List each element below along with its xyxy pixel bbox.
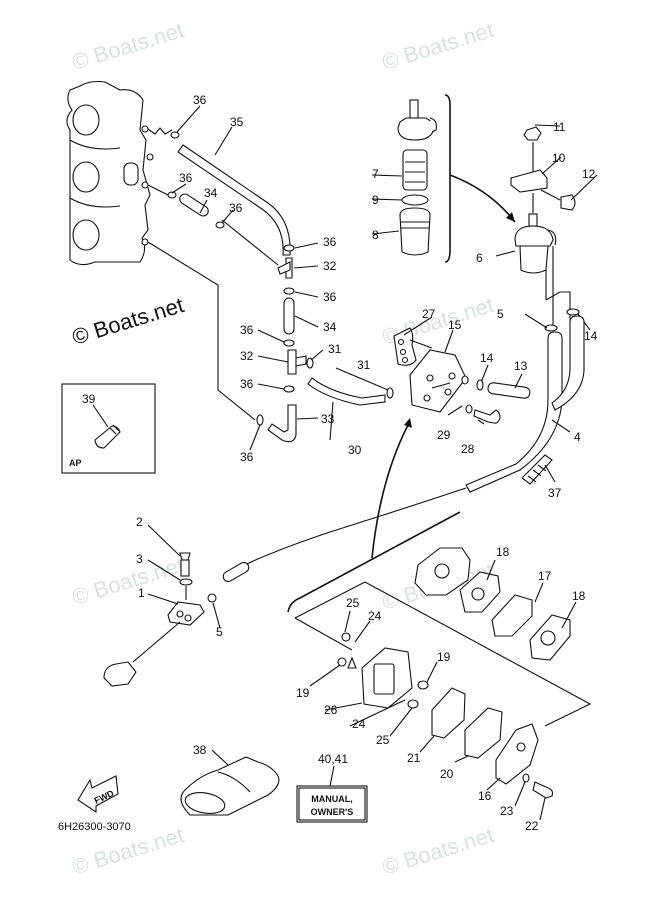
fuel-filter-assembly [495, 124, 598, 332]
callout-19: 19 [437, 650, 451, 664]
hose-protector [180, 749, 280, 816]
callout-1: 1 [138, 586, 145, 600]
callout-5: 5 [216, 625, 223, 639]
callout-36: 36 [179, 171, 193, 185]
callout-32: 32 [240, 349, 254, 363]
callout-36: 36 [323, 290, 337, 304]
callout-2: 2 [136, 515, 143, 529]
callout-24: 24 [352, 717, 366, 731]
callout-36: 36 [323, 235, 337, 249]
callout-20: 20 [440, 767, 454, 781]
hose-lines [147, 127, 394, 443]
callout-36: 36 [240, 377, 254, 391]
callout-24: 24 [368, 609, 382, 623]
callout-21: 21 [407, 751, 421, 765]
callout-40-41: 40,41 [318, 752, 348, 766]
watermark-prominent: © Boats.net [69, 292, 187, 350]
fuel-joint-assembly [103, 524, 250, 687]
callout-36: 36 [240, 450, 254, 464]
callout-7: 7 [372, 167, 379, 181]
pump-exploded-view [287, 511, 592, 821]
watermark: © Boats.net [379, 17, 497, 75]
watermark: © Boats.net [69, 17, 187, 75]
callout-32: 32 [323, 259, 337, 273]
callout-36: 36 [193, 93, 207, 107]
callout-13: 13 [514, 359, 528, 373]
callout-11: 11 [553, 120, 566, 134]
diagram-code: 6H26300-3070 [58, 821, 131, 833]
callout-23: 23 [500, 804, 514, 818]
callout-6: 6 [476, 251, 483, 265]
callout-27: 27 [422, 307, 436, 321]
arrow-head-icon [506, 212, 515, 222]
forward-arrow: FWD [77, 775, 119, 814]
manual-line-1: MANUAL, [311, 794, 353, 804]
callout-19: 19 [296, 686, 310, 700]
callout-37: 37 [548, 486, 562, 500]
callout-4: 4 [574, 430, 581, 444]
callout-15: 15 [448, 318, 462, 332]
callout-17: 17 [538, 569, 552, 583]
assembly-arrow [449, 174, 516, 223]
callout-39: 39 [82, 392, 96, 406]
callout-14: 14 [584, 329, 598, 343]
callout-33: 33 [321, 412, 335, 426]
callout-14: 14 [480, 351, 494, 365]
callout-29: 29 [437, 428, 451, 442]
callout-16: 16 [478, 789, 492, 803]
inset-label: AP [69, 458, 82, 468]
callout-26: 26 [324, 703, 338, 717]
arrow-head-icon [404, 418, 412, 428]
inset-box [61, 383, 156, 474]
callout-8: 8 [372, 228, 379, 242]
callout-12: 12 [582, 167, 596, 181]
callout-5: 5 [497, 307, 504, 321]
callout-34: 34 [204, 186, 218, 200]
callout-36: 36 [229, 201, 243, 215]
callout-25: 25 [376, 733, 390, 747]
callout-25: 25 [346, 596, 360, 610]
callout-18: 18 [572, 589, 586, 603]
callout-9: 9 [372, 193, 379, 207]
carburetor-assembly [66, 80, 154, 266]
callout-18: 18 [496, 545, 510, 559]
callout-38: 38 [193, 743, 207, 757]
assembly-arrow [371, 424, 409, 559]
callout-labels: 1 2 3 4 5 5 6 7 8 9 10 11 12 13 14 14 15… [82, 93, 598, 833]
callout-30: 30 [348, 443, 362, 457]
callout-leaders-upper-left [171, 105, 389, 451]
fuel-filter-exploded [371, 94, 451, 263]
watermark: © Boats.net [379, 822, 497, 880]
callout-28: 28 [461, 442, 475, 456]
callout-34: 34 [323, 320, 337, 334]
callout-35: 35 [230, 115, 244, 129]
callout-3: 3 [136, 552, 143, 566]
manual-line-2: OWNER'S [311, 807, 354, 817]
callout-10: 10 [552, 151, 566, 165]
fuel-pump-assembly [393, 316, 501, 425]
fuel-lines-right [233, 315, 585, 571]
callout-22: 22 [525, 819, 539, 833]
callout-31: 31 [357, 358, 371, 372]
owners-manual-box: MANUAL, OWNER'S [296, 765, 368, 823]
callout-36: 36 [240, 323, 254, 337]
callout-31: 31 [328, 342, 342, 356]
